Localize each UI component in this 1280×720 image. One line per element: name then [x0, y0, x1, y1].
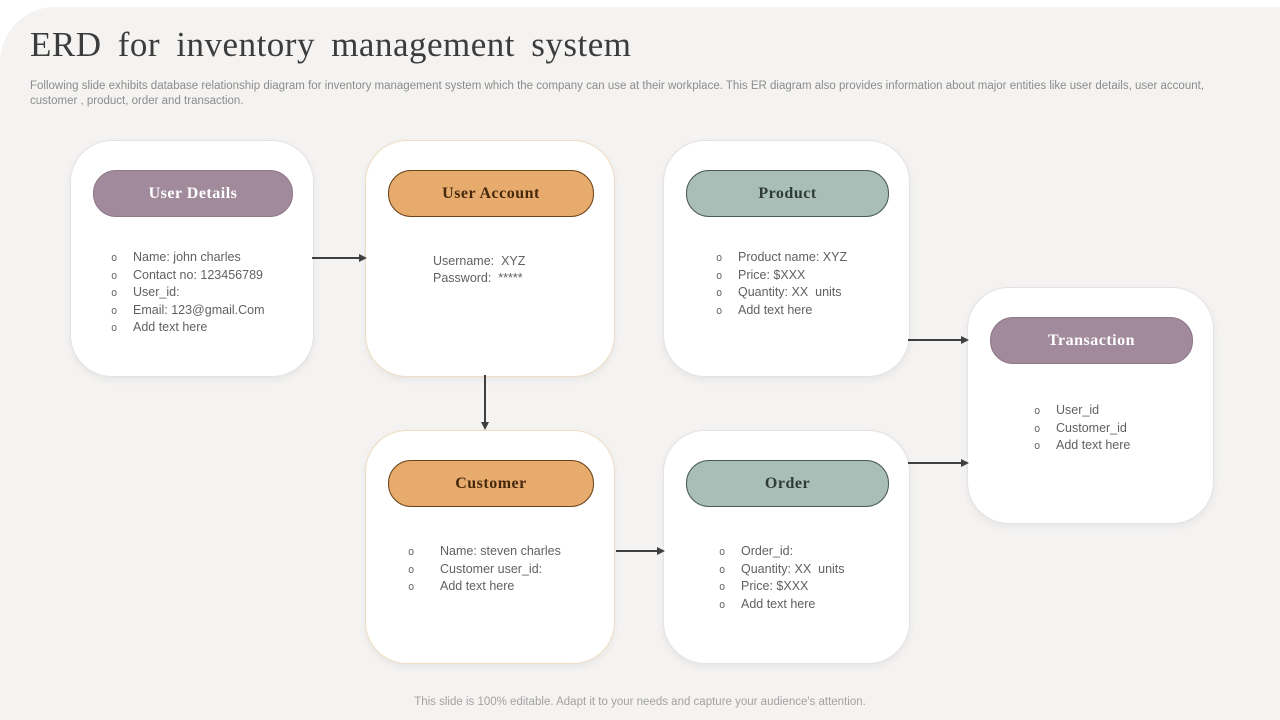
- arrow-customer-to-order: [616, 547, 665, 555]
- bullet-marker: o: [716, 269, 723, 282]
- entity-attribute: o Quantity: XX units: [716, 284, 909, 302]
- entity-attribute: o Add text here: [719, 596, 909, 614]
- entity-attribute-text: Name: steven charles: [440, 544, 561, 558]
- entity-header-transaction[interactable]: Transaction: [990, 317, 1193, 364]
- entity-attribute: o Name: john charles: [111, 249, 313, 267]
- entity-attribute: o Price: $XXX: [716, 267, 909, 285]
- entity-header-user-details[interactable]: User Details: [92, 170, 294, 217]
- bullet-marker: o: [111, 304, 118, 317]
- entity-header-order[interactable]: Order: [686, 460, 889, 507]
- entity-header-customer[interactable]: Customer: [388, 460, 594, 507]
- entity-attribute: o Quantity: XX units: [719, 561, 909, 579]
- entity-attribute-text: User_id: [1056, 403, 1100, 417]
- bullet-marker: o: [408, 581, 415, 593]
- entity-attribute: o Customer user_id:: [408, 561, 614, 579]
- entity-attribute: o Product name: XYZ: [716, 249, 909, 267]
- entity-attribute-text: Quantity: XX units: [738, 285, 842, 299]
- entity-attribute: o Add text here: [1034, 437, 1213, 455]
- entity-attribute-text: Contact no: 123456789: [133, 267, 263, 282]
- bullet-marker: o: [716, 287, 723, 299]
- entity-attribute: o User_id: [1034, 402, 1213, 420]
- entity-attribute-text: Customer_id: [1056, 420, 1127, 435]
- bullet-marker: o: [719, 546, 726, 558]
- bullet-marker: o: [719, 581, 726, 593]
- bullet-marker: o: [111, 287, 118, 299]
- entity-attribute: o Email: 123@gmail.Com: [111, 302, 313, 320]
- entity-attribute-text: Add text here: [1056, 438, 1131, 452]
- arrow-user-account-to-customer: [481, 375, 489, 430]
- entity-attribute: o User_id:: [111, 284, 313, 302]
- slide-canvas: ERD for inventory management system Foll…: [0, 7, 1280, 720]
- entity-attribute-text: Email: 123@gmail.Com: [133, 302, 265, 317]
- entity-attribute-text: Add text here: [440, 579, 515, 593]
- page-title: ERD for inventory management system: [30, 25, 632, 64]
- entity-attribute-text: Customer user_id:: [440, 561, 543, 576]
- entity-attribute: o Price: $XXX: [719, 578, 909, 596]
- entity-attribute-text: Name: john charles: [133, 250, 241, 264]
- entity-attribute-text: Add text here: [741, 596, 816, 611]
- entity-attribute: Password: *****: [433, 270, 614, 287]
- bullet-marker: o: [716, 252, 723, 264]
- bullet-marker: o: [111, 322, 118, 334]
- entity-attribute-text: Quantity: XX units: [741, 561, 845, 576]
- arrow-order-to-transaction: [908, 459, 969, 467]
- page-subtitle: Following slide exhibits database relati…: [30, 80, 1205, 107]
- entity-attribute: o Add text here: [111, 319, 313, 337]
- entity-attribute: o Name: steven charles: [408, 543, 614, 561]
- bullet-marker: o: [716, 304, 723, 317]
- entity-header-user-account[interactable]: User Account: [388, 170, 594, 217]
- bullet-marker: o: [1034, 440, 1041, 452]
- page-footer: This slide is 100% editable. Adapt it to…: [414, 696, 866, 708]
- entity-card-user-account[interactable]: User Account Username: XYZ Password: ****…: [365, 140, 615, 377]
- bullet-marker: o: [1034, 405, 1041, 417]
- bullet-marker: o: [408, 563, 415, 576]
- entity-attribute-text: Username: XYZ: [433, 254, 526, 268]
- entity-attribute-text: Add text here: [133, 320, 208, 334]
- arrow-product-to-transaction: [908, 336, 969, 344]
- entity-attribute: o Add text here: [408, 578, 614, 596]
- arrow-user-details-to-user-account: [312, 254, 367, 262]
- entity-attribute: o Customer_id: [1034, 420, 1213, 438]
- entity-attributes-user-account: Username: XYZ Password: *****: [366, 253, 614, 286]
- bullet-marker: o: [111, 269, 118, 282]
- entity-attribute: o Order_id:: [719, 543, 909, 561]
- entity-attribute: Username: XYZ: [433, 253, 614, 270]
- entity-attribute-text: Password: *****: [433, 270, 523, 285]
- entity-attribute: o Contact no: 123456789: [111, 267, 313, 285]
- bullet-marker: o: [719, 598, 726, 611]
- bullet-marker: o: [1034, 422, 1041, 435]
- bullet-marker: o: [408, 546, 415, 558]
- entity-header-product[interactable]: Product: [686, 170, 889, 217]
- entity-attribute-text: Product name: XYZ: [738, 250, 848, 264]
- entity-attribute-text: User_id:: [133, 285, 180, 299]
- entity-attribute: o Add text here: [716, 302, 909, 320]
- entity-attribute-text: Price: $XXX: [741, 579, 809, 593]
- entity-attribute-text: Order_id:: [741, 544, 794, 558]
- entity-attribute-text: Price: $XXX: [738, 267, 806, 282]
- bullet-marker: o: [719, 563, 726, 576]
- entity-attribute-text: Add text here: [738, 302, 813, 317]
- bullet-marker: o: [111, 252, 118, 264]
